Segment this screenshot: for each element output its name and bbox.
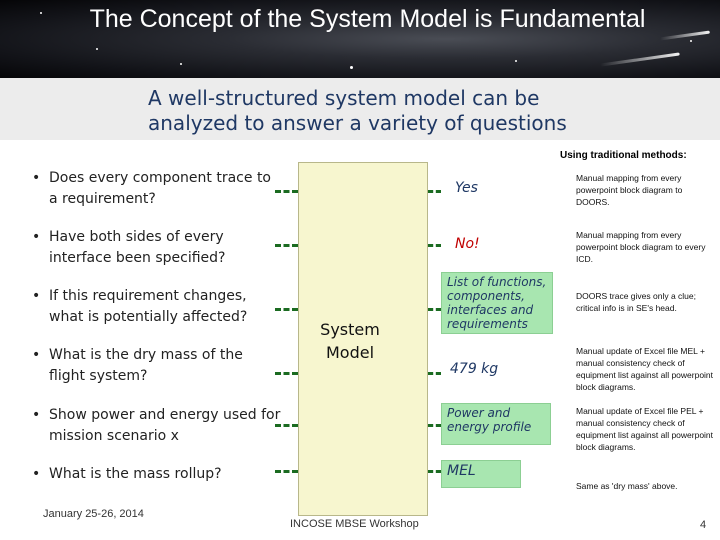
answer-affected-list: List of functions, components, interface… bbox=[441, 272, 553, 334]
system-model-label: System Model bbox=[320, 320, 380, 362]
connector-right bbox=[428, 424, 441, 427]
page-number: 4 bbox=[700, 519, 707, 531]
star bbox=[350, 66, 353, 69]
method-text: Manual mapping from every powerpoint blo… bbox=[576, 173, 683, 207]
connector-right bbox=[428, 470, 441, 473]
question-item: • If this requirement changes, what is po… bbox=[32, 286, 282, 328]
method-text: Manual update of Excel file MEL + manual… bbox=[576, 346, 714, 392]
subtitle-band bbox=[0, 78, 720, 140]
question-text: Have both sides of every interface been … bbox=[49, 229, 226, 266]
subtitle: A well-structured system model can be an… bbox=[148, 86, 567, 135]
connector-left bbox=[275, 308, 298, 311]
connector-left bbox=[275, 470, 298, 473]
star bbox=[180, 63, 182, 65]
bullet-icon: • bbox=[32, 170, 41, 186]
connector-left bbox=[275, 372, 298, 375]
method-text: Manual update of Excel file PEL + manual… bbox=[576, 406, 714, 452]
question-text: Does every component trace to a requirem… bbox=[49, 170, 271, 207]
connector-left bbox=[275, 244, 298, 247]
question-item: • Show power and energy used for mission … bbox=[32, 405, 282, 447]
answer-dry-mass: 479 kg bbox=[450, 361, 499, 377]
question-item: • Have both sides of every interface been… bbox=[32, 227, 282, 269]
answer-power-profile: Power and energy profile bbox=[441, 403, 551, 445]
header-space-banner: The Concept of the System Model is Funda… bbox=[0, 0, 720, 78]
bullet-icon: • bbox=[32, 466, 41, 482]
answer-yes: Yes bbox=[455, 180, 478, 196]
question-text: What is the mass rollup? bbox=[49, 466, 222, 482]
star bbox=[40, 12, 42, 14]
question-item: • Does every component trace to a require… bbox=[32, 168, 282, 210]
footer-date: January 25-26, 2014 bbox=[43, 508, 144, 520]
connector-left bbox=[275, 424, 298, 427]
bullet-icon: • bbox=[32, 347, 41, 363]
question-item: • What is the dry mass of the flight syst… bbox=[32, 345, 282, 387]
page-title: The Concept of the System Model is Funda… bbox=[89, 5, 646, 33]
star bbox=[96, 48, 98, 50]
question-text: If this requirement changes, what is pot… bbox=[49, 288, 248, 325]
method-text: Same as 'dry mass' above. bbox=[576, 481, 678, 491]
question-text: What is the dry mass of the flight syste… bbox=[49, 347, 243, 384]
footer-event: INCOSE MBSE Workshop bbox=[290, 518, 419, 530]
question-item: • What is the mass rollup? bbox=[32, 464, 282, 485]
bullet-icon: • bbox=[32, 229, 41, 245]
connector-left bbox=[275, 190, 298, 193]
comet-streak bbox=[660, 30, 710, 41]
bullet-icon: • bbox=[32, 288, 41, 304]
methods-header: Using traditional methods: bbox=[560, 150, 687, 161]
method-text: DOORS trace gives only a clue; critical … bbox=[576, 291, 696, 313]
connector-right bbox=[428, 244, 441, 247]
star bbox=[612, 14, 614, 16]
system-model-box bbox=[298, 162, 428, 516]
connector-right bbox=[428, 372, 441, 375]
answer-mel: MEL bbox=[441, 460, 521, 488]
connector-right bbox=[428, 308, 441, 311]
bullet-icon: • bbox=[32, 407, 41, 423]
star bbox=[690, 40, 692, 42]
answer-no: No! bbox=[455, 236, 480, 252]
comet-streak bbox=[600, 52, 680, 67]
connector-right bbox=[428, 190, 441, 193]
question-text: Show power and energy used for mission s… bbox=[49, 407, 281, 444]
method-text: Manual mapping from every powerpoint blo… bbox=[576, 230, 706, 264]
star bbox=[515, 60, 517, 62]
